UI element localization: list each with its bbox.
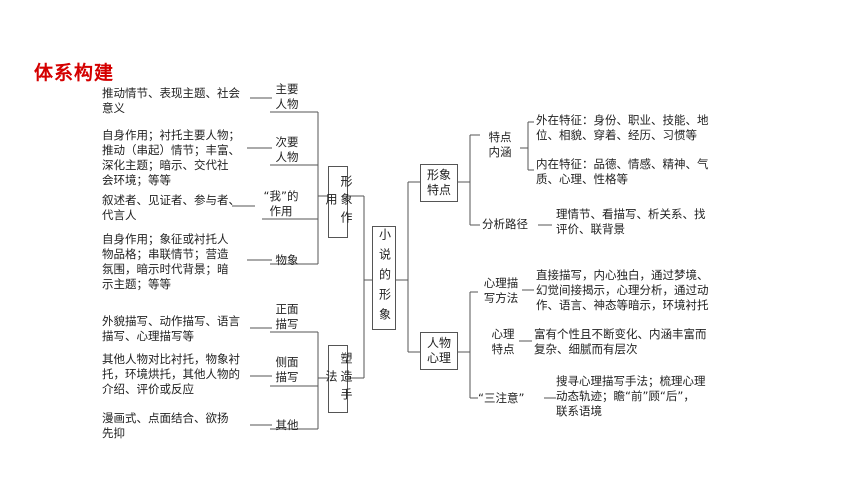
label-indirect-description: 侧面描写 [275,355,299,384]
label-narrator-role: “我”的作用 [263,189,299,218]
label-psychology-methods: 心理描写方法 [483,276,519,305]
label-object-image: 物象 [275,253,299,267]
box-shaping-methods: 塑造手法 [324,345,353,413]
desc-other-methods: 漫画式、点面结合、欲扬先抑 [102,411,229,440]
label-analysis-path: 分析路径 [482,217,528,231]
label-feature-connotation: 特点内涵 [488,130,512,159]
label-minor-character: 次要人物 [275,135,299,164]
desc-internal-features: 内在特征：品德、情感、精神、气质、心理、性格等 [536,157,709,186]
page-title: 体系构建 [34,62,115,84]
label-main-character: 主要人物 [275,82,299,111]
label-direct-description: 正面描写 [275,302,299,331]
box-image-features: 形象特点 [420,164,458,202]
desc-analysis-path: 理情节、看描写、析关系、找评价、联背景 [556,207,706,236]
desc-object-image: 自身作用；象征或衬托人物品格；串联情节；营造 氛围，暗示时代背景；暗示主题；等等 [102,232,229,291]
desc-psychology-methods: 直接描写，内心独白，通过梦境、幻觉间接揭示，心理分析，通过动 作、语言、神态等暗… [536,268,709,312]
box-center-novel-image: 小说的形象 [372,226,396,330]
desc-direct-description: 外貌描写、动作描写、语言描写、心理描写等 [102,314,240,343]
desc-main-character: 推动情节、表现主题、社会意义 [102,86,240,115]
desc-minor-character: 自身作用；衬托主要人物；推动（串起）情节；丰富、 深化主题；暗示、交代社会环境；… [102,128,240,187]
box-character-psychology: 人物心理 [420,332,458,370]
desc-external-features: 外在特征：身份、职业、技能、地位、相貌、穿着、经历、习惯等 [536,113,709,142]
label-other-methods: 其他 [275,418,299,432]
desc-psychology-features: 富有个性且不断变化、内涵丰富而复杂、细腻而有层次 [534,327,707,356]
label-three-notes: “三注意” [478,391,525,405]
desc-three-notes: 搜寻心理描写手法；梳理心理动态轨迹；瞻“前”顾“后”， 联系语境 [556,374,706,418]
label-psychology-features: 心理特点 [491,327,515,356]
desc-indirect-description: 其他人物对比衬托，物象衬托，环境烘托，其他人物的 介绍、评价或反应 [102,352,240,396]
box-image-function: 形象作用 [324,166,353,238]
desc-narrator-role: 叙述者、见证者、参与者、代言人 [102,193,240,222]
